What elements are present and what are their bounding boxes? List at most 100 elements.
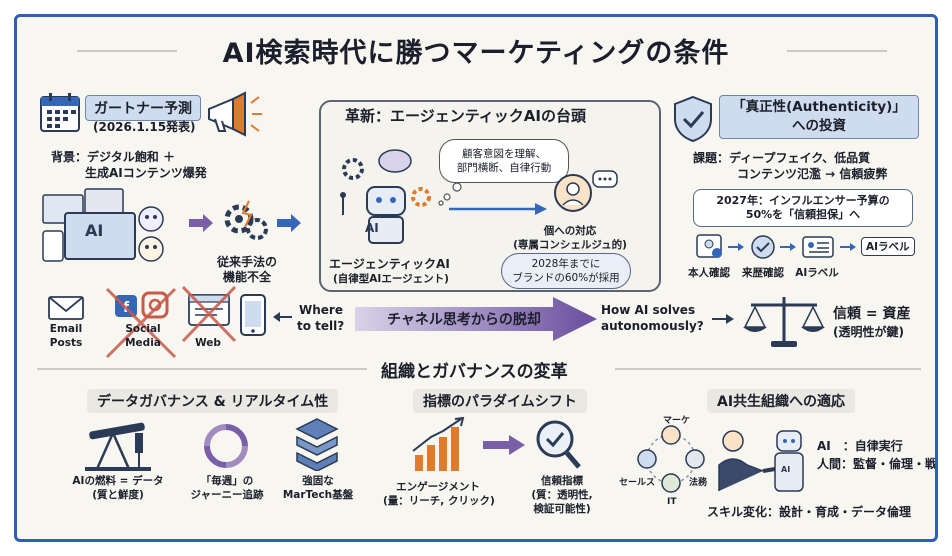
- individual-line-1: 個への対応: [543, 225, 597, 237]
- adoption-pill: 2028年までに ブランドの60%が採用: [501, 253, 631, 289]
- agent-line-2: (自律型AIエージェント): [333, 273, 449, 285]
- org-node-it: IT: [667, 497, 677, 507]
- gartner-background-1: 背景：デジタル飽和 ＋: [51, 150, 175, 164]
- arrow-right-icon: [449, 203, 547, 215]
- database-stack-icon: [295, 418, 339, 471]
- arrow-right-icon: [189, 214, 213, 232]
- ai-screen-label: AI: [85, 221, 104, 240]
- shift-arrow: [355, 297, 597, 341]
- data-governance-heading: データガバナンス & リアルタイム性: [87, 389, 339, 413]
- thought-bubble: 顧客意図を理解、 部門横断、自律行動: [439, 139, 569, 183]
- org-node-marketing: マーケ: [663, 416, 691, 426]
- label-card-icon: [802, 236, 834, 258]
- shift-label: チャネル思考からの脱却: [387, 312, 541, 328]
- authenticity-heading-1: 「真正性(Authenticity)」: [732, 99, 906, 115]
- org-node-sales: セールス: [619, 478, 656, 488]
- growth-chart-icon: [412, 417, 465, 471]
- failure-line-2: 機能不全: [222, 270, 271, 284]
- agentic-heading: 革新：エージェンティックAIの台頭: [345, 107, 586, 125]
- shield-check-icon: [674, 95, 712, 143]
- how-line-1: How AI solves: [601, 303, 696, 317]
- page-title: AI検索時代に勝つマーケティングの条件: [222, 38, 730, 69]
- org-skills: スキル変化：設計・育成・データ倫理: [707, 505, 912, 519]
- step-ai-label: AIラベル: [795, 267, 839, 279]
- thought-dots: [438, 183, 462, 206]
- calendar-icon: [40, 93, 80, 132]
- failure-line-1: 従来手法の: [216, 255, 277, 269]
- gartner-date: (2026.1.15発表): [93, 120, 196, 134]
- balance-scale-icon: [743, 297, 825, 347]
- individual-line-2: (専属コンシェルジュ的): [513, 239, 627, 251]
- oil-pump-icon: [85, 422, 151, 471]
- step-identity: 本人確認: [688, 267, 730, 279]
- title-rule-left: [77, 50, 177, 52]
- trust-metric-line-3: 検証可能性): [533, 503, 591, 515]
- authenticity-heading-2: への投資: [792, 118, 846, 134]
- arrow-right-icon: [712, 314, 734, 324]
- engagement-line-1: エンゲージメント: [396, 481, 480, 493]
- broken-gears-icon: [224, 200, 268, 240]
- trust-line-1: 信頼 = 資産: [833, 306, 911, 322]
- ai-robot-icon: [340, 149, 431, 244]
- org-robot-label: AI: [781, 465, 791, 474]
- org-ai-role: AI ：自律実行: [817, 439, 903, 453]
- arrow-right-icon: [840, 243, 856, 251]
- engagement-line-2: (量：リーチ, クリック): [383, 495, 495, 507]
- agent-line-1: エージェンティックAI: [329, 257, 450, 271]
- issue-line-1: 課題：ディープフェイク、低品質: [693, 151, 871, 165]
- handshake-icon: [718, 430, 804, 492]
- channel-web: Web: [195, 337, 221, 349]
- where-line-1: Where: [299, 303, 343, 317]
- trust-line-2: (透明性が鍵): [833, 325, 904, 339]
- arrow-right-icon: [277, 214, 301, 232]
- fuel-line-2: (質と鮮度): [92, 489, 144, 501]
- forecast-line-1: 2027年：インフルエンサー予算の: [716, 194, 890, 207]
- ai-label-tag: AIラベル: [861, 237, 915, 256]
- org-human-role: 人間：監督・倫理・戦略: [817, 457, 938, 471]
- channel-social-2: Media: [125, 337, 161, 349]
- step-provenance: 来歴確認: [742, 267, 784, 279]
- org-heading: AI共生組織への適応: [707, 389, 856, 413]
- trust-metric-line-2: (質：透明性,: [531, 489, 593, 501]
- email-icon: [48, 296, 84, 320]
- web-crossed-icon: [181, 285, 237, 343]
- title-rule-right: [787, 50, 887, 52]
- agent-robot-label: AI: [365, 221, 379, 235]
- how-line-2: autonomously?: [601, 319, 704, 333]
- section-rule-right: [615, 368, 921, 370]
- thought-line-2: 部門横断、自律行動: [456, 162, 552, 174]
- adoption-line-1: 2028年までに: [531, 258, 601, 270]
- id-check-icon: [696, 234, 722, 258]
- channel-email-2: Posts: [49, 337, 83, 349]
- thought-line-1: 顧客意図を理解、: [462, 148, 546, 160]
- infographic-frame: AI検索時代に勝つマーケティングの条件 ガートナー予測 (2026.1.15発表…: [14, 14, 938, 542]
- provenance-check-icon: [751, 235, 775, 259]
- forecast-line-2: 50%を「信頼担保」へ: [745, 208, 861, 221]
- team-network-icon: [637, 425, 705, 493]
- cycle-arrows-icon: [204, 424, 248, 468]
- adoption-line-2: ブランドの60%が採用: [512, 272, 620, 284]
- arrow-right-icon: [728, 243, 744, 251]
- where-line-2: to tell?: [297, 319, 345, 333]
- content-overload-icon: [42, 188, 164, 262]
- martech-line-1: 強固な: [302, 475, 334, 487]
- arrow-right-icon: [483, 435, 525, 455]
- magnifier-check-icon: [536, 420, 581, 469]
- authenticity-heading: 「真正性(Authenticity)」 への投資: [719, 95, 919, 139]
- channel-email-1: Email: [49, 323, 83, 335]
- gartner-heading: ガートナー予測: [85, 95, 201, 121]
- issue-line-2: コンテンツ氾濫 → 信頼疲弊: [737, 167, 888, 181]
- arrow-left-icon: [273, 312, 292, 322]
- weekly-line-2: ジャーニー追跡: [190, 489, 264, 501]
- weekly-line-1: 「毎週」の: [200, 475, 254, 487]
- governance-heading: 組織とガバナンスの変革: [381, 362, 568, 382]
- trust-metric-line-1: 信頼指標: [541, 475, 583, 487]
- metrics-heading: 指標のパラダイムシフト: [413, 389, 587, 413]
- channel-social-1: Social: [125, 323, 161, 335]
- org-node-legal: 法務: [689, 478, 708, 488]
- arrow-right-icon: [780, 243, 796, 251]
- section-rule-left: [37, 368, 367, 370]
- gartner-background-2: 生成AIコンテンツ爆発: [85, 166, 207, 180]
- martech-line-2: MarTech基盤: [282, 489, 354, 501]
- social-media-crossed-icon: f: [105, 287, 177, 359]
